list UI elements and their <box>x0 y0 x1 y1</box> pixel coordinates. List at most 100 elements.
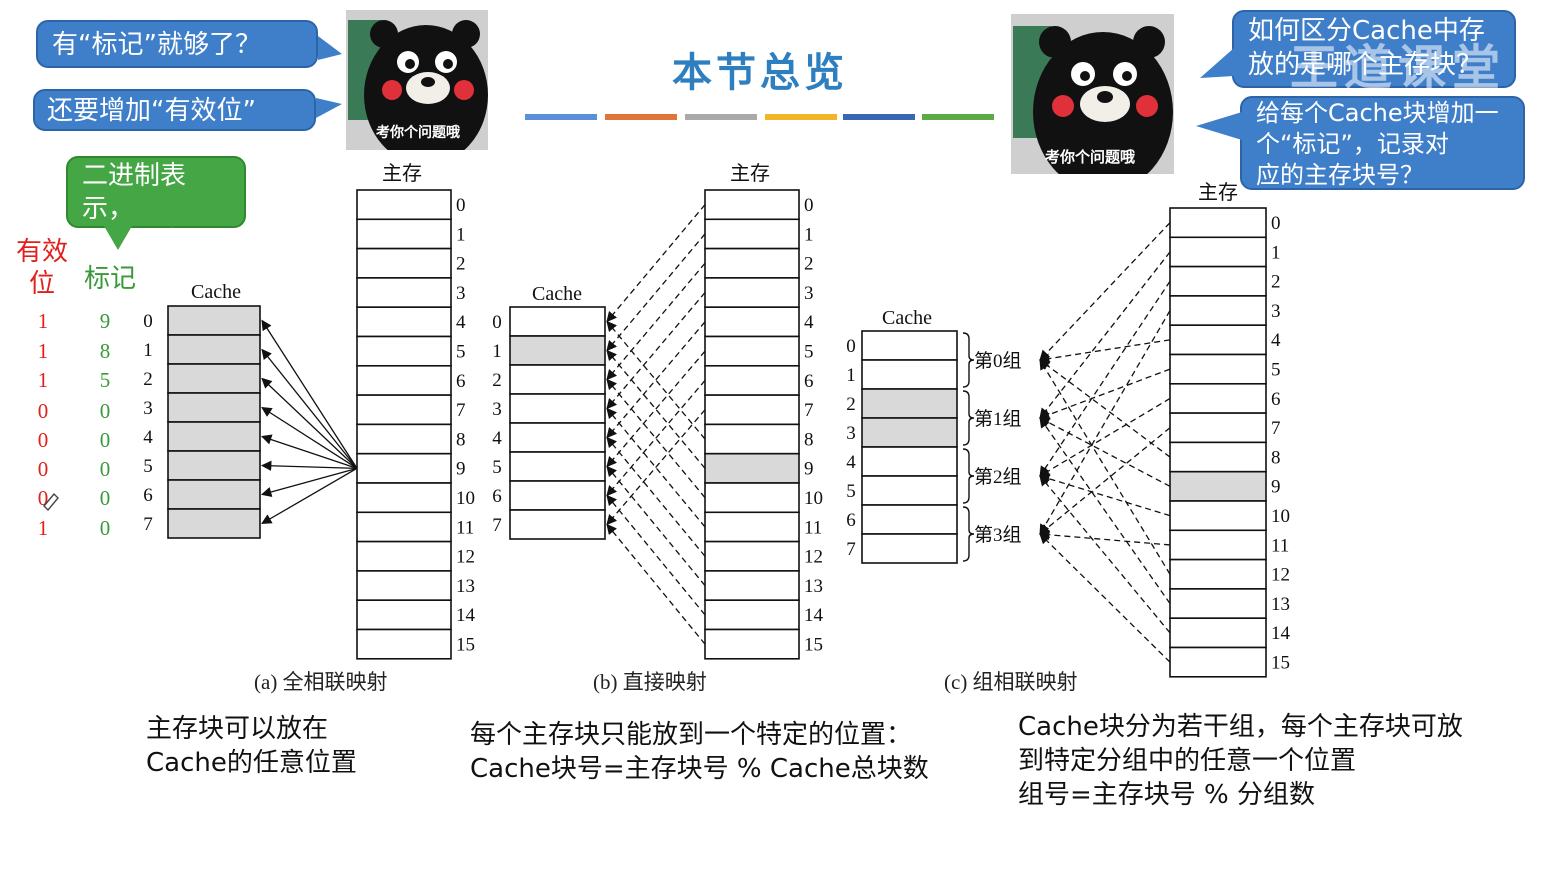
memory-index-a: 9 <box>456 459 466 480</box>
cache-c-cell <box>861 359 958 390</box>
decor-seg <box>922 114 994 120</box>
cache-index-c: 3 <box>846 423 856 444</box>
memory-c-cell <box>1169 529 1267 561</box>
memory-index-a: 6 <box>456 371 466 392</box>
cache-a-cell <box>167 479 261 510</box>
desc-a-line1: 主存块可以放在 <box>146 714 329 744</box>
arrow-c <box>1038 529 1171 546</box>
memory-index-c: 14 <box>1271 623 1291 644</box>
cache-index-b: 1 <box>492 341 502 362</box>
arrow-c <box>1039 427 1171 535</box>
memory-a-cell <box>356 247 452 279</box>
memory-index-b: 3 <box>804 283 814 304</box>
arrow-c <box>1039 397 1171 477</box>
memory-c-cell <box>1169 265 1267 297</box>
arrow-b <box>606 523 706 645</box>
arrow-b <box>606 262 706 381</box>
arrow-c <box>1039 222 1171 361</box>
bubble-pointer <box>318 36 342 60</box>
memory-c-cell <box>1169 207 1267 239</box>
memory-b-cell <box>704 277 800 308</box>
desc-b: 每个主存块只能放到一个特定的位置： Cache块号=主存块号 % Cache总块… <box>470 718 929 786</box>
valid-bit-value: 0 <box>38 457 49 481</box>
decor-seg <box>605 114 677 120</box>
cache-label-b: Cache <box>532 283 582 305</box>
arrow-c <box>1039 359 1171 458</box>
cache-index-b: 5 <box>492 457 502 478</box>
memory-label-c: 主存 <box>1198 181 1238 204</box>
arrow-a <box>260 467 358 498</box>
memory-label-b: 主存 <box>730 162 770 185</box>
memory-a-cell <box>356 218 452 250</box>
arrow-b <box>606 494 706 616</box>
cache-c-cell <box>861 417 958 448</box>
cache-index-a: 2 <box>143 369 153 390</box>
tag-value: 5 <box>100 368 111 392</box>
arrow-b <box>606 321 706 439</box>
cache-index-b: 6 <box>492 486 502 507</box>
arrow-b <box>606 233 706 352</box>
cache-index-b: 0 <box>492 312 502 333</box>
bubble-how-line2: 放的是哪个主存块？ <box>1248 50 1483 80</box>
memory-index-b: 7 <box>804 400 814 421</box>
memory-index-c: 4 <box>1271 330 1281 351</box>
decor-bar <box>525 114 994 120</box>
memory-index-b: 15 <box>804 635 823 656</box>
desc-b-line1: 每个主存块只能放到一个特定的位置： <box>470 720 913 750</box>
memory-index-a: 5 <box>456 342 466 363</box>
memory-b-cell <box>704 218 800 250</box>
memory-a-cell <box>356 189 452 221</box>
memory-index-b: 11 <box>804 517 822 538</box>
memory-index-c: 12 <box>1271 565 1290 586</box>
group-label: 第2组 <box>974 466 1022 488</box>
caption-a: (a) 全相联映射 <box>254 670 388 694</box>
cache-label-a: Cache <box>191 281 241 303</box>
memory-a-cell <box>356 306 452 338</box>
memory-index-c: 13 <box>1271 594 1290 615</box>
group-brace <box>962 390 975 446</box>
memory-index-b: 4 <box>804 312 814 333</box>
tag-label: 标记 <box>84 264 137 294</box>
cache-c-cell <box>861 388 958 419</box>
memory-c-cell <box>1169 236 1267 268</box>
memory-index-a: 4 <box>456 312 466 333</box>
cache-index-c: 7 <box>846 539 856 560</box>
memory-a-cell <box>356 628 452 660</box>
arrow-a <box>261 406 358 469</box>
memory-a-cell <box>356 482 452 514</box>
memory-a-cell <box>356 335 452 367</box>
decor-seg <box>843 114 915 120</box>
memory-b-cell <box>704 306 800 338</box>
group-brace <box>962 506 975 562</box>
cache-a-cell <box>167 392 261 423</box>
group-label: 第3组 <box>974 524 1022 546</box>
memory-a-cell <box>356 394 452 426</box>
memory-b-cell <box>704 423 800 455</box>
group-label: 第0组 <box>974 350 1022 372</box>
arrow-b <box>606 204 706 323</box>
arrow-b <box>606 320 706 440</box>
cache-index-a: 6 <box>143 485 153 506</box>
cache-a-cell <box>167 363 261 394</box>
cache-b-cell <box>509 364 606 395</box>
bubble-pointer <box>316 98 342 118</box>
cache-index-c: 6 <box>846 510 856 531</box>
bubble-pointer <box>1196 112 1242 140</box>
arrow-a <box>261 434 358 469</box>
arrow-c <box>1039 251 1171 419</box>
cache-index-c: 0 <box>846 336 856 357</box>
cache-c-cell <box>861 475 958 506</box>
memory-b-cell <box>704 540 800 572</box>
meme-photo-right: 考你个问题哦 <box>1011 14 1174 174</box>
memory-index-b: 6 <box>804 371 814 392</box>
memory-c-cell <box>1169 588 1267 620</box>
desc-c: Cache块分为若干组，每个主存块可放 到特定分组中的任意一个位置 组号=主存块… <box>1018 710 1463 812</box>
memory-a-cell <box>356 540 452 572</box>
memory-c-cell <box>1169 295 1267 326</box>
memory-index-b: 14 <box>804 605 824 626</box>
bubble-add-valid-bit-text: 还要增加“有效位” <box>47 96 256 126</box>
caption-c: (c) 组相联映射 <box>944 670 1078 694</box>
memory-index-b: 0 <box>804 195 814 216</box>
memory-index-a: 15 <box>456 635 475 656</box>
memory-b-cell <box>704 189 800 221</box>
